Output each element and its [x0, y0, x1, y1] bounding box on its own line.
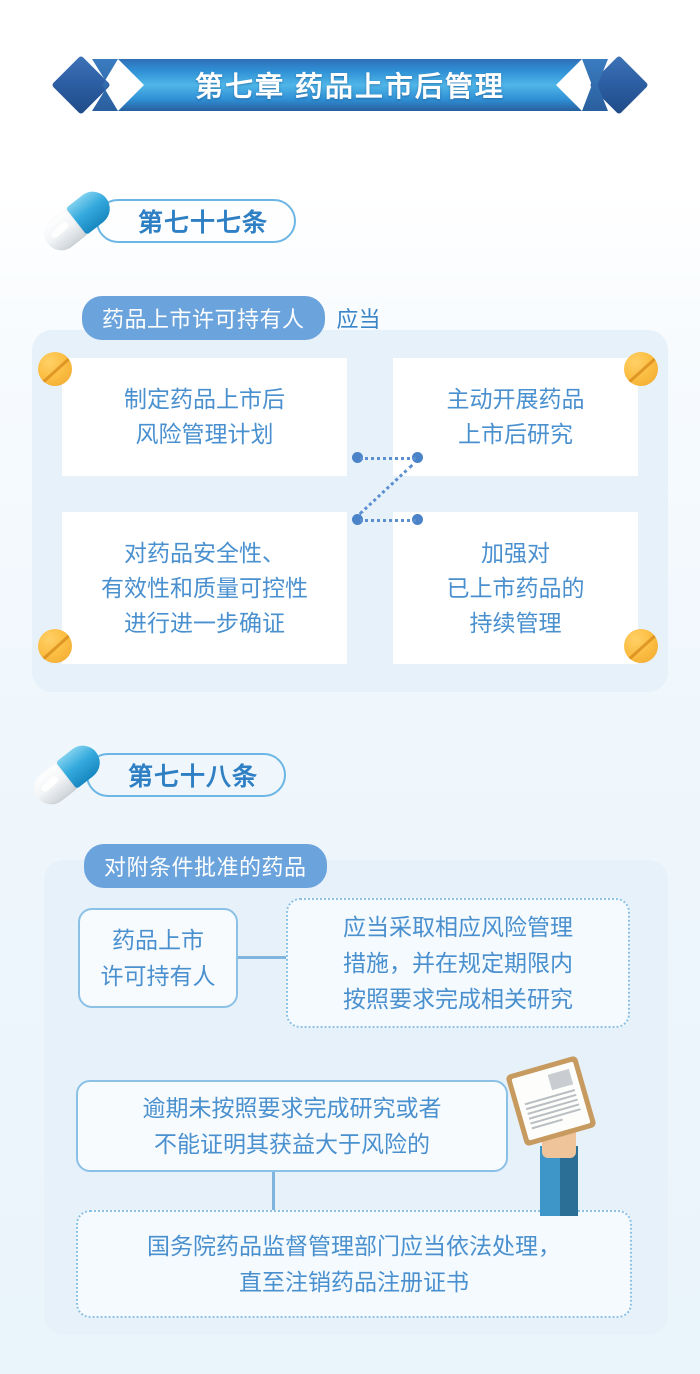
- clipboard-paper-icon: [511, 1061, 591, 1141]
- condition-result-connector: [272, 1172, 275, 1210]
- article-label-77: 第七十七条: [96, 199, 297, 243]
- requirement-box: 应当采取相应风险管理 措施，并在规定期限内 按照要求完成相关研究: [286, 898, 630, 1028]
- condition-box-line-1: 逾期未按照要求完成研究或者: [142, 1095, 442, 1121]
- tablet-icon-bottom-left: [38, 629, 72, 663]
- article-header-78: 第七十八条: [27, 738, 287, 812]
- connector-dot-4: [412, 514, 423, 525]
- connector-line-diagonal: [358, 463, 414, 516]
- result-box-line-2: 直至注销药品注册证书: [239, 1269, 469, 1295]
- hand-holding-clipboard-icon: [505, 1055, 608, 1218]
- banner-left-arrow-icon: [51, 55, 118, 115]
- connector-line-top: [360, 457, 416, 460]
- card-4-line-1: 加强对: [481, 539, 550, 566]
- holder-box-line-1: 药品上市: [112, 927, 204, 953]
- holder-box-line-2: 许可持有人: [100, 963, 216, 989]
- card-3-line-2: 有效性和质量可控性: [101, 574, 308, 601]
- requirement-box-line-2: 措施，并在规定期限内: [343, 950, 573, 976]
- requirement-box-line-1: 应当采取相应风险管理: [343, 914, 573, 940]
- card-1-line-2: 风险管理计划: [135, 421, 274, 447]
- holder-box: 药品上市 许可持有人: [78, 908, 238, 1008]
- card-4: 加强对 已上市药品的 持续管理: [393, 512, 638, 664]
- badge-row-77: 药品上市许可持有人 应当: [82, 296, 381, 340]
- page-title: 第七章 药品上市后管理: [195, 71, 505, 102]
- banner-right-arrow-icon: [582, 55, 649, 115]
- requirement-box-line-3: 按照要求完成相关研究: [343, 986, 573, 1012]
- card-2-line-1: 主动开展药品: [446, 386, 585, 412]
- banner-graphic: 第七章 药品上市后管理: [51, 55, 649, 115]
- condition-box: 逾期未按照要求完成研究或者 不能证明其获益大于风险的: [76, 1080, 508, 1172]
- card-4-line-3: 持续管理: [469, 609, 562, 636]
- capsule-icon: [34, 180, 121, 262]
- connector-line-bottom: [360, 519, 416, 522]
- clipboard-photo-icon: [547, 1068, 574, 1091]
- card-1: 制定药品上市后 风险管理计划: [62, 358, 347, 476]
- capsule-shine-icon: [40, 774, 60, 794]
- holder-badge-77: 药品上市许可持有人: [82, 296, 325, 340]
- conditional-approval-badge: 对附条件批准的药品: [84, 844, 327, 888]
- tablet-icon-bottom-right: [624, 629, 658, 663]
- tablet-icon-top-right: [624, 352, 658, 386]
- badge-row-78: 对附条件批准的药品: [84, 844, 327, 888]
- title-banner: 第七章 药品上市后管理: [0, 52, 700, 118]
- condition-box-line-2: 不能证明其获益大于风险的: [154, 1131, 430, 1157]
- capsule-shine-icon: [50, 220, 70, 240]
- result-box: 国务院药品监督管理部门应当依法处理， 直至注销药品注册证书: [76, 1210, 632, 1318]
- card-2-line-2: 上市后研究: [458, 421, 573, 447]
- article-label-78: 第七十八条: [86, 753, 287, 797]
- card-2: 主动开展药品 上市后研究: [393, 358, 638, 476]
- card-3-line-3: 进行进一步确证: [124, 609, 285, 636]
- capsule-icon: [24, 734, 111, 816]
- card-1-line-1: 制定药品上市后: [124, 386, 285, 412]
- badge-suffix-77: 应当: [336, 307, 381, 332]
- card-3: 对药品安全性、 有效性和质量可控性 进行进一步确证: [62, 512, 347, 664]
- connector-dot-1: [352, 452, 363, 463]
- result-box-line-1: 国务院药品监督管理部门应当依法处理，: [147, 1233, 561, 1259]
- tablet-icon-top-left: [38, 352, 72, 386]
- card-4-line-2: 已上市药品的: [446, 574, 585, 601]
- connector-dot-2: [412, 452, 423, 463]
- article-label-77-text: 第七十七条: [138, 209, 269, 237]
- banner-body: 第七章 药品上市后管理: [118, 59, 582, 111]
- card-3-line-1: 对药品安全性、: [124, 539, 285, 566]
- article-label-78-text: 第七十八条: [128, 763, 259, 791]
- connector-dot-3: [352, 514, 363, 525]
- article-header-77: 第七十七条: [37, 184, 297, 258]
- holder-requirement-connector: [238, 956, 286, 959]
- clipboard-icon: [505, 1055, 597, 1147]
- z-dotted-connector: [352, 452, 432, 530]
